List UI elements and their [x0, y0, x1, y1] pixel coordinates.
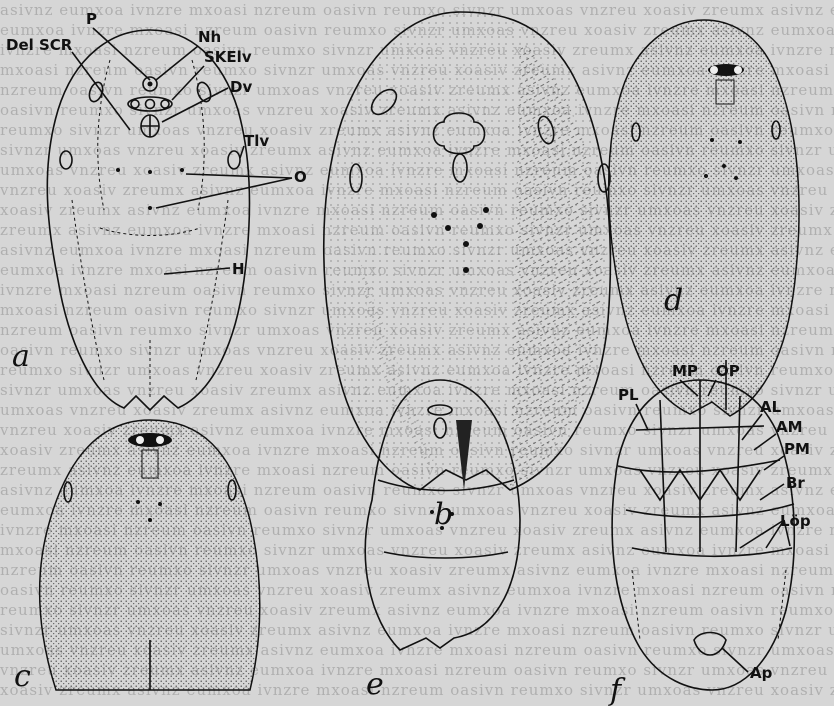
- label-pl: PL: [618, 386, 639, 404]
- label-del-scr: Del SCR: [6, 36, 73, 54]
- label-tlv: Tlv: [244, 132, 269, 150]
- label-al: AL: [760, 398, 782, 416]
- label-ap: Ap: [750, 664, 773, 682]
- figure-letter-d: d: [664, 283, 683, 318]
- label-o: O: [294, 168, 307, 186]
- figure-a: P Del SCR Nh SKElv Dv Tlv O H a: [6, 10, 307, 410]
- label-p: P: [86, 10, 97, 28]
- figure-c: c: [14, 420, 260, 694]
- label-lop: Löp: [780, 512, 811, 530]
- label-am: AM: [776, 418, 803, 436]
- label-dv: Dv: [230, 78, 252, 96]
- figure-letter-a: a: [12, 339, 30, 374]
- figure-b: b: [324, 12, 611, 532]
- figure-f: MP OP PL AL AM PM Br Löp Ap f: [608, 362, 811, 706]
- label-skelv: SKElv: [204, 48, 252, 66]
- label-pm: PM: [784, 440, 810, 458]
- figure-letter-e: e: [366, 667, 384, 702]
- label-mp: MP: [672, 362, 698, 380]
- figure-letter-c: c: [14, 659, 31, 694]
- figure-letter-f: f: [608, 673, 626, 706]
- label-br: Br: [786, 474, 805, 492]
- label-nh: Nh: [198, 28, 221, 46]
- label-h: H: [232, 260, 245, 278]
- figure-d: d: [609, 20, 799, 416]
- label-op: OP: [716, 362, 740, 380]
- carapace-f: [612, 380, 794, 690]
- carapace-outline-a: [47, 30, 249, 410]
- carapace-d: [609, 20, 799, 416]
